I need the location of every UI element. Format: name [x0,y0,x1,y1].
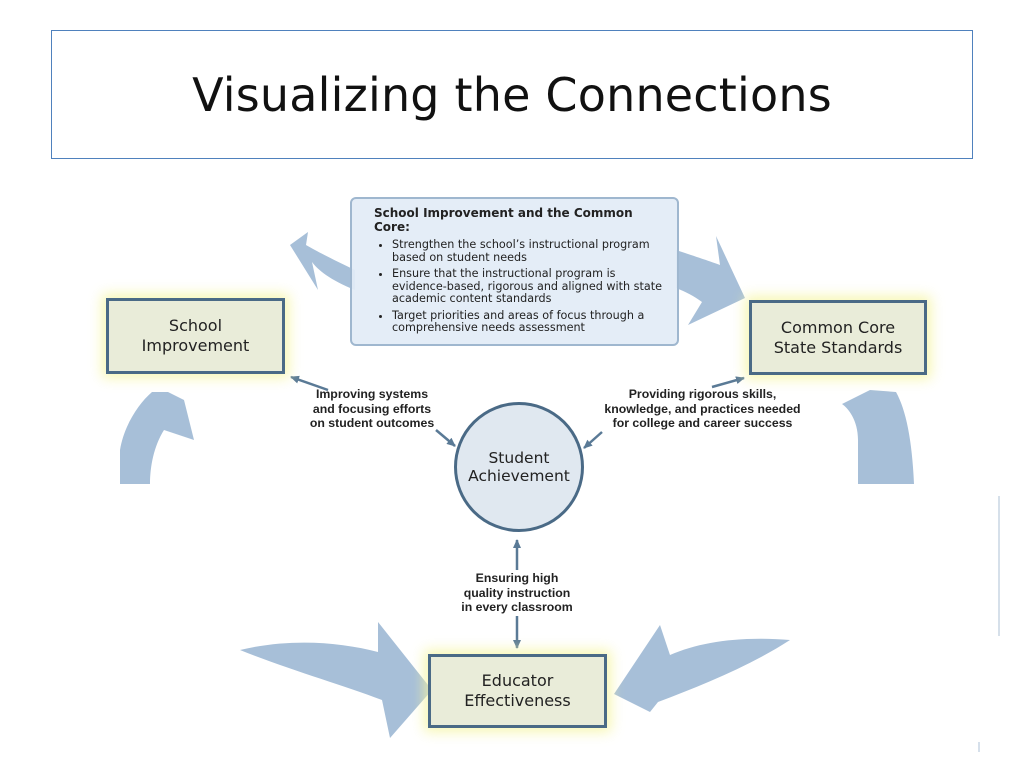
node-common-core-label: Common Core State Standards [773,317,903,357]
callout-bullet: Ensure that the instructional program is… [392,267,667,306]
node-school-improvement: School Improvement [106,298,285,374]
node-student-achievement-label: Student Achievement [468,449,570,485]
connector-commoncore-to-center [583,431,603,449]
node-student-achievement: Student Achievement [454,402,584,532]
callout-heading: School Improvement and the Common Core: [374,206,633,234]
cycle-arrow-right [842,390,914,484]
connector-school-to-center [435,429,456,447]
slide-title: Visualizing the Connections [192,67,832,122]
cycle-arrow-top-left [290,232,355,290]
callout-bullet: Target priorities and areas of focus thr… [392,309,667,335]
cycle-arrow-bottom-right [614,625,790,712]
cycle-arrow-top-right [676,236,745,325]
node-educator-effectiveness: Educator Effectiveness [428,654,607,728]
cycle-arrow-left [120,392,194,484]
node-common-core: Common Core State Standards [749,300,927,375]
edge-label-common-core: Providing rigorous skills, knowledge, an… [604,387,801,430]
edge-label-school-improvement: Improving systems and focusing efforts o… [309,387,435,430]
title-box: Visualizing the Connections [51,30,973,159]
node-school-improvement-label: School Improvement [141,316,250,355]
connector-to-common-core [711,376,745,389]
edge-label-educator-effectiveness: Ensuring high quality instruction in eve… [461,571,573,614]
node-educator-effectiveness-label: Educator Effectiveness [464,671,571,710]
connector-to-school-improvement [290,375,329,392]
callout-box: School Improvement and the Common Core: … [350,197,679,346]
callout-bullet-list: Strengthen the school’s instructional pr… [374,238,667,335]
cycle-arrow-bottom-left [240,622,432,738]
callout-bullet: Strengthen the school’s instructional pr… [392,238,667,264]
